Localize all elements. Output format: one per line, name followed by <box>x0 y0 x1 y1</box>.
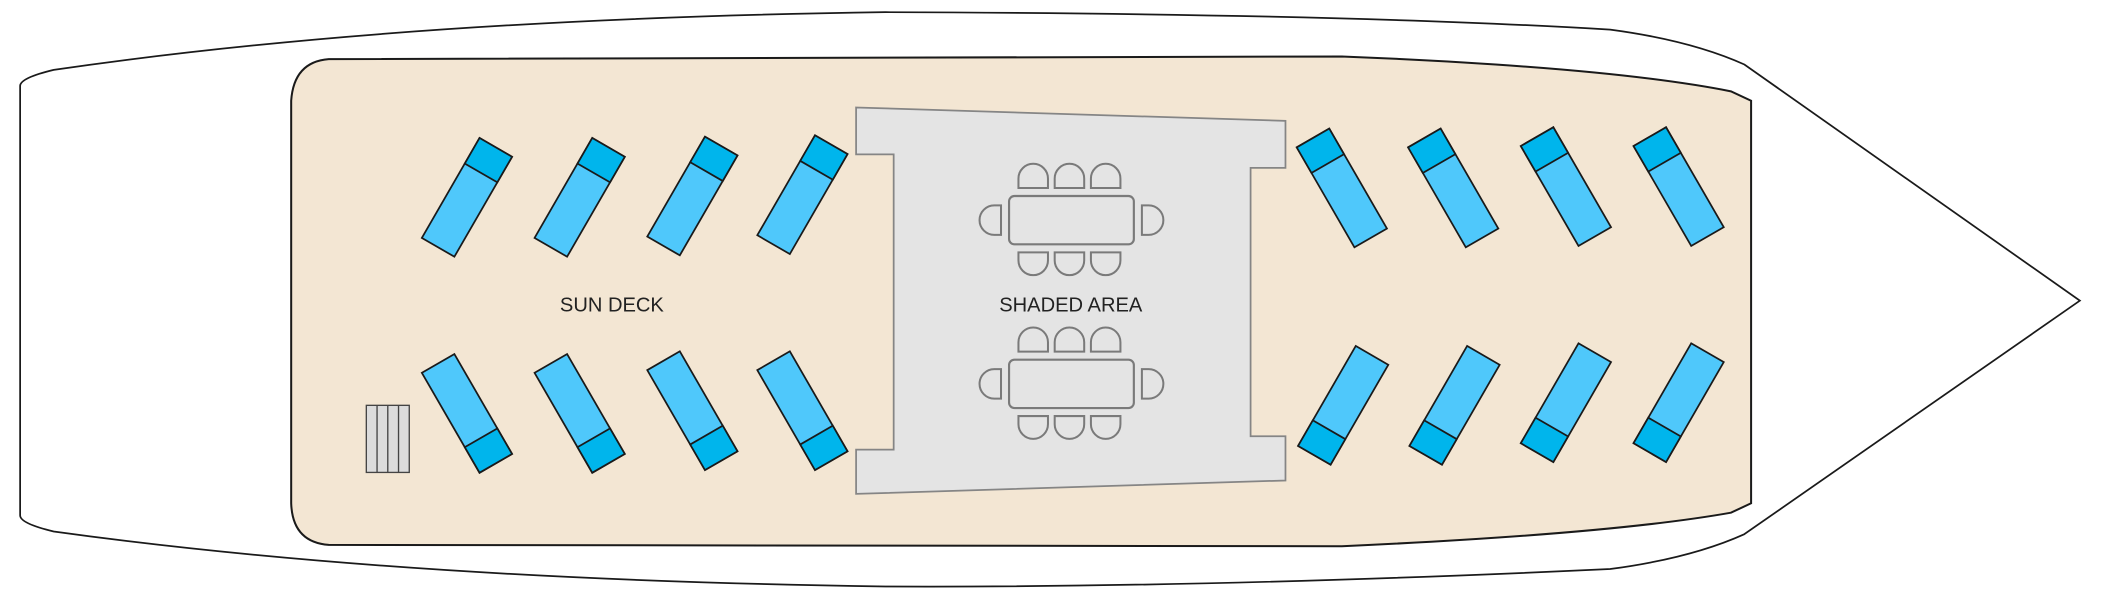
lounger-headrest <box>1632 416 1683 464</box>
lounger-headrest <box>799 424 849 472</box>
sun-lounger <box>646 135 739 257</box>
lounger-headrest <box>1408 419 1458 466</box>
chair-icon <box>978 368 1003 400</box>
sun-lounger <box>533 136 626 258</box>
sun-lounger <box>1408 344 1501 466</box>
chair-icon <box>1053 162 1086 189</box>
sun-lounger <box>1632 126 1725 248</box>
dining-table-set <box>978 162 1165 277</box>
lounger-headrest <box>576 136 626 184</box>
lounger-headrest <box>689 135 739 183</box>
lounger-headrest <box>799 134 849 181</box>
lounger-headrest <box>1406 127 1457 175</box>
lounger-headrest <box>463 427 514 474</box>
chair-icon <box>1017 162 1049 189</box>
sun-lounger <box>1406 127 1500 249</box>
lounger-headrest <box>1296 419 1347 466</box>
chair-icon <box>1089 415 1122 440</box>
chair-icon <box>1017 326 1049 353</box>
sun-lounger <box>1296 344 1390 466</box>
dining-table-set <box>978 326 1165 440</box>
lounger-headrest <box>463 136 514 184</box>
chair-icon <box>978 204 1003 236</box>
stairs-icon <box>365 404 410 474</box>
chair-icon <box>1140 204 1165 236</box>
sun-lounger <box>756 134 849 256</box>
sun-lounger <box>420 352 514 474</box>
sun-lounger <box>1632 342 1725 464</box>
chair-icon <box>1140 368 1165 400</box>
sun-lounger <box>533 352 626 474</box>
sun-lounger <box>1519 342 1613 464</box>
chair-icon <box>1089 251 1122 277</box>
lounger-headrest <box>576 427 626 474</box>
chair-icon <box>1017 415 1049 440</box>
sun-lounger <box>646 350 739 472</box>
sun-lounger <box>1519 126 1613 248</box>
sun-deck-label: SUN DECK <box>560 294 665 316</box>
chair-icon <box>1053 251 1086 277</box>
lounger-headrest <box>1519 126 1570 173</box>
chair-icon <box>1089 162 1122 189</box>
sun-lounger <box>1295 127 1389 249</box>
chair-icon <box>1089 326 1122 353</box>
lounger-headrest <box>1632 126 1683 173</box>
lounger-headrest <box>689 424 739 472</box>
chair-icon <box>1017 251 1049 277</box>
shaded-area-label: SHADED AREA <box>999 294 1143 316</box>
sun-lounger <box>756 350 849 472</box>
dining-table <box>1007 358 1135 410</box>
chair-icon <box>1053 326 1086 353</box>
lounger-headrest <box>1295 127 1346 175</box>
sun-lounger <box>420 136 514 258</box>
chair-icon <box>1053 415 1086 440</box>
shaded-area <box>855 106 1287 495</box>
lounger-headrest <box>1519 416 1570 464</box>
dining-table <box>1007 194 1135 246</box>
